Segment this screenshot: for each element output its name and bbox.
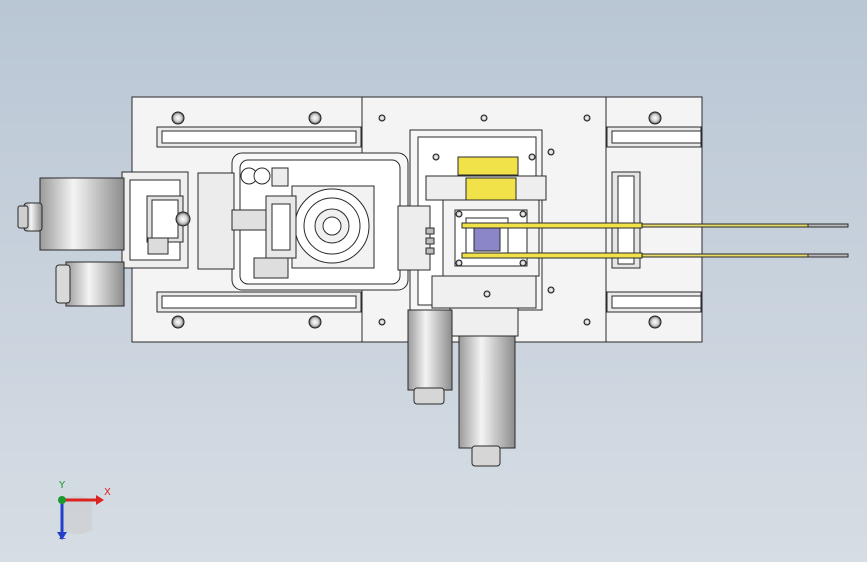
lower-motor-flange [449,307,519,337]
yellow-bracket [457,156,519,176]
screw [171,111,185,125]
side-connector [397,205,431,271]
y-axis-label: Y [59,480,66,491]
screw [308,111,322,125]
probe-rods [461,222,849,259]
left-gearbox [65,261,125,307]
sensor-window [473,224,501,252]
axis-triad: X Y Z [44,480,114,546]
triad-graphic [57,495,104,540]
lower-carriage [431,275,537,309]
screw [648,111,662,125]
z-axis-label: Z [59,531,66,542]
screw [308,315,322,329]
x-axis-label: X [104,487,111,498]
left-motor-body [39,177,125,251]
lower-motor-body [458,335,516,449]
screw [171,315,185,329]
screw [648,315,662,329]
